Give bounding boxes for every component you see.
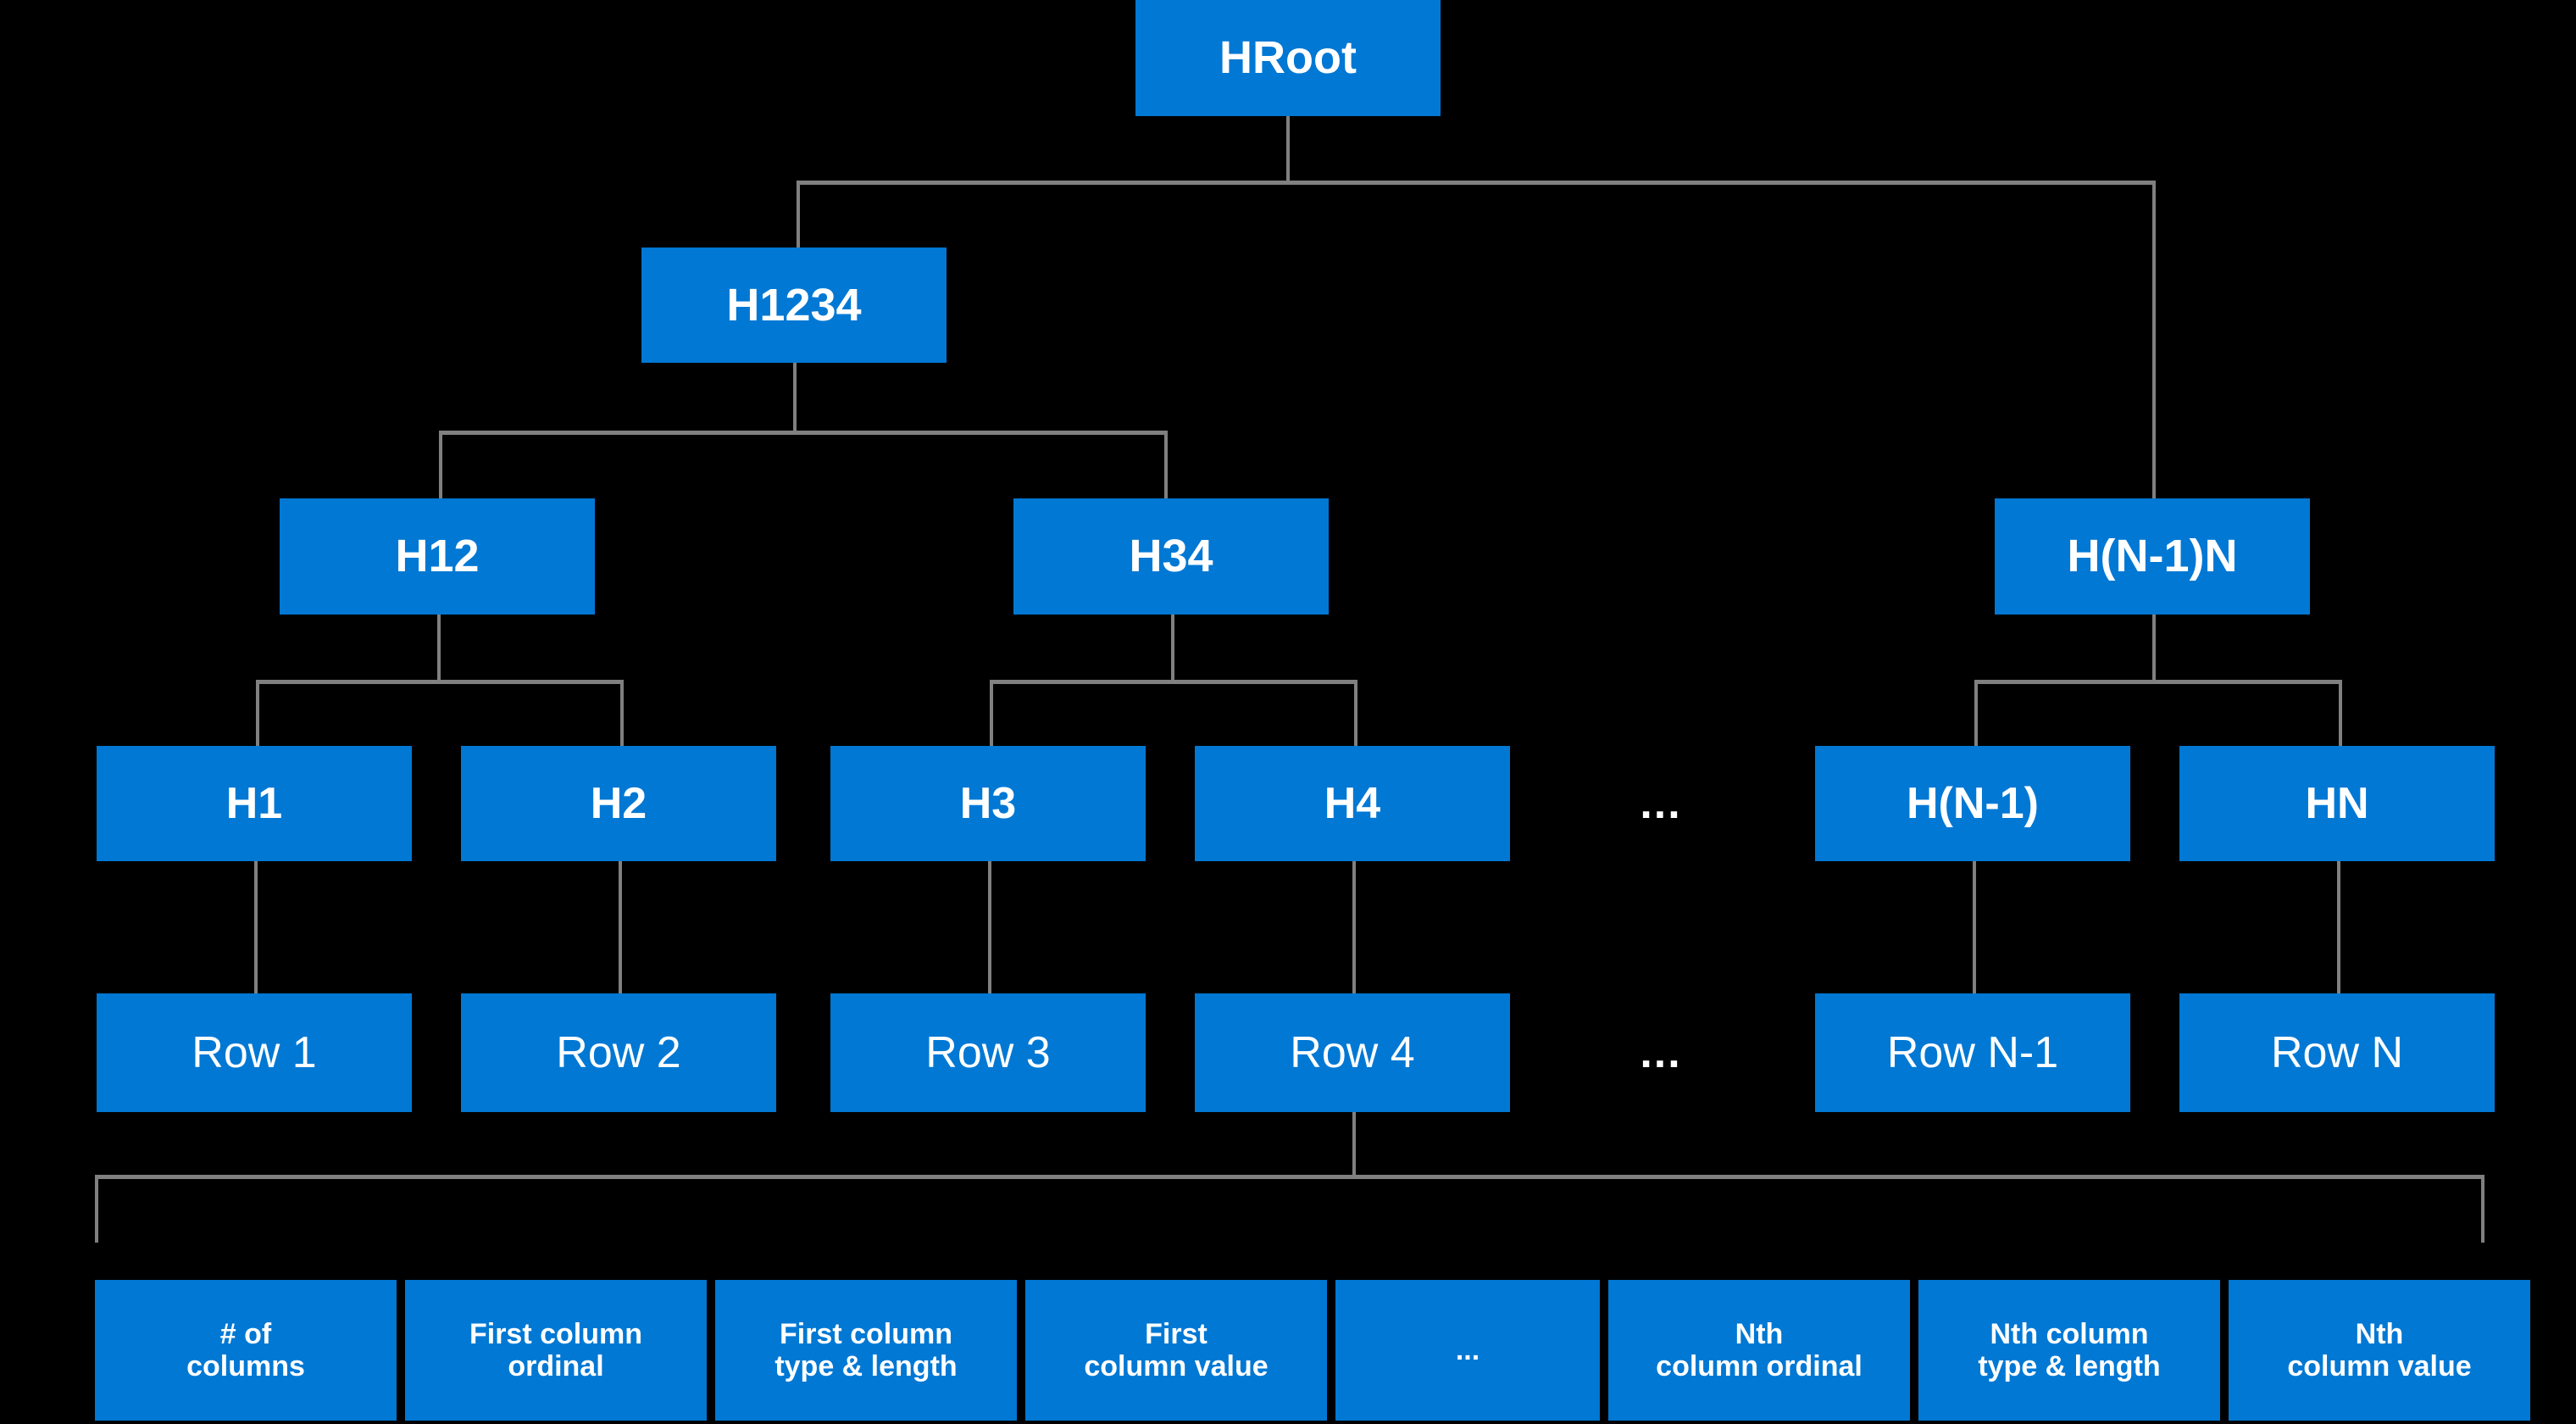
connector-hn1n-stem xyxy=(2152,615,2156,682)
node-row-n1[interactable]: Row N-1 xyxy=(1815,993,2130,1112)
detail-cell-first-column-value[interactable]: First column value xyxy=(1025,1280,1327,1421)
detail-cell-first-column-type-length[interactable]: First column type & length xyxy=(715,1280,1017,1421)
rows-ellipsis: ... xyxy=(1640,1028,1682,1077)
detail-cell-nth-column-ordinal[interactable]: Nth column ordinal xyxy=(1608,1280,1910,1421)
connector-root-bus xyxy=(797,181,2156,185)
node-hn1[interactable]: H(N-1) xyxy=(1815,746,2130,861)
node-h4[interactable]: H4 xyxy=(1195,746,1510,861)
connector-detail-right-drop xyxy=(2481,1175,2484,1243)
detail-cell-nth-column-type-length[interactable]: Nth column type & length xyxy=(1918,1280,2220,1421)
node-h3[interactable]: H3 xyxy=(830,746,1146,861)
connector-h34-bus xyxy=(990,680,1357,684)
node-h34[interactable]: H34 xyxy=(1013,498,1329,615)
connector-h3-to-row3 xyxy=(988,861,991,995)
connector-root-to-h1234 xyxy=(797,181,800,249)
node-hn1n[interactable]: H(N-1)N xyxy=(1995,498,2310,615)
connector-h1234-bus xyxy=(439,431,1168,435)
connector-h12-to-h1 xyxy=(256,680,259,748)
detail-cell-ellipsis[interactable]: ... xyxy=(1335,1280,1600,1421)
connector-hn1n-to-hn xyxy=(2339,680,2342,748)
node-h2[interactable]: H2 xyxy=(461,746,776,861)
node-row-2[interactable]: Row 2 xyxy=(461,993,776,1112)
connector-h1-to-row1 xyxy=(254,861,258,995)
connector-row4-stem xyxy=(1352,1112,1356,1178)
node-h1[interactable]: H1 xyxy=(97,746,412,861)
node-h12[interactable]: H12 xyxy=(280,498,595,615)
node-hroot[interactable]: HRoot xyxy=(1135,0,1441,116)
connector-detail-left-drop xyxy=(95,1175,98,1243)
leaf-hashes-ellipsis: ... xyxy=(1640,779,1682,828)
connector-hn1n-bus xyxy=(1974,680,2342,684)
connector-h34-to-h3 xyxy=(990,680,993,748)
detail-cell-first-column-ordinal[interactable]: First column ordinal xyxy=(405,1280,707,1421)
detail-cell-nth-column-value[interactable]: Nth column value xyxy=(2229,1280,2530,1421)
connector-h2-to-row2 xyxy=(619,861,622,995)
connector-h12-bus xyxy=(256,680,624,684)
node-h1234[interactable]: H1234 xyxy=(641,248,947,363)
node-row-n[interactable]: Row N xyxy=(2179,993,2495,1112)
connector-h1234-stem xyxy=(793,363,797,432)
connector-root-to-hn1n xyxy=(2152,181,2156,500)
connector-root-stem xyxy=(1286,116,1290,182)
detail-cell-num-columns[interactable]: # of columns xyxy=(95,1280,397,1421)
node-row-1[interactable]: Row 1 xyxy=(97,993,412,1112)
node-hn[interactable]: HN xyxy=(2179,746,2495,861)
connector-h12-to-h2 xyxy=(620,680,624,748)
connector-h1234-to-h12 xyxy=(439,431,442,500)
connector-h34-to-h4 xyxy=(1354,680,1357,748)
connector-hn1-to-rown1 xyxy=(1973,861,1976,995)
connector-h4-to-row4 xyxy=(1352,861,1356,995)
connector-hn1n-to-hn1 xyxy=(1974,680,1978,748)
node-row-3[interactable]: Row 3 xyxy=(830,993,1146,1112)
node-row-4[interactable]: Row 4 xyxy=(1195,993,1510,1112)
connector-h34-stem xyxy=(1171,615,1174,682)
connector-detail-bus xyxy=(95,1175,2484,1179)
connector-h1234-to-h34 xyxy=(1164,431,1168,500)
connector-hn-to-rown xyxy=(2337,861,2340,995)
connector-h12-stem xyxy=(437,615,441,682)
